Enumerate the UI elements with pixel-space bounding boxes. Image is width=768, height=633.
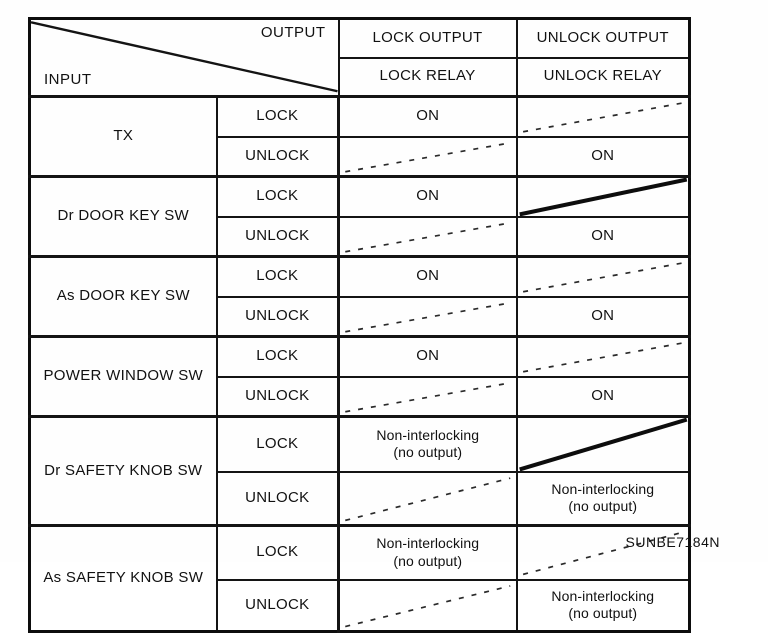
cell-drdoor-unlock-lockrelay [337, 215, 518, 258]
col-subheader-unlock-relay: UNLOCK RELAY [515, 56, 691, 98]
table-row: UNLOCK Non-interlocking (no output) [30, 470, 691, 527]
na-dashed-diagonal-icon [518, 98, 689, 136]
cell-pw-unlock-lockrelay [337, 375, 518, 418]
state-label: LOCK [215, 524, 340, 581]
na-solid-diagonal-icon [518, 418, 689, 471]
cell-tx-lock-lockrelay: ON [337, 95, 518, 138]
state-label: LOCK [215, 335, 340, 378]
state-label: UNLOCK [215, 578, 340, 633]
na-dashed-diagonal-icon [340, 581, 516, 631]
col-subheader-lock-relay: LOCK RELAY [337, 56, 518, 98]
col-header-lock-output: LOCK OUTPUT [337, 17, 518, 59]
figure-code-label: SUNBE7184N [625, 534, 720, 550]
state-label: LOCK [215, 255, 340, 298]
header-corner-cell: OUTPUT INPUT [28, 17, 340, 98]
cell-drdoor-unlock-unlockrelay: ON [515, 215, 691, 258]
state-label: LOCK [215, 95, 340, 138]
cell-drdoor-lock-unlockrelay [515, 175, 691, 218]
col-header-unlock-output: UNLOCK OUTPUT [515, 17, 691, 59]
table-row: UNLOCK ON [30, 375, 691, 418]
cell-pw-lock-lockrelay: ON [337, 335, 518, 378]
cell-drsafety-unlock-lockrelay [337, 470, 518, 527]
cell-asdoor-unlock-lockrelay [337, 295, 518, 338]
input-label-tx: TX [28, 95, 218, 178]
cell-tx-lock-unlockrelay [515, 95, 691, 138]
table-row: UNLOCK ON [30, 295, 691, 338]
cell-pw-unlock-unlockrelay: ON [515, 375, 691, 418]
corner-diagonal-line [31, 20, 338, 95]
table-row: Dr SAFETY KNOB SW LOCK Non-interlocking … [28, 415, 691, 527]
cell-assafety-unlock-unlockrelay: Non-interlocking (no output) [515, 578, 691, 633]
cell-drsafety-lock-lockrelay: Non-interlocking (no output) [337, 415, 518, 473]
cell-tx-unlock-lockrelay [337, 135, 518, 178]
na-dashed-diagonal-icon [340, 138, 516, 176]
state-label: LOCK [215, 415, 340, 473]
header-row-output: OUTPUT INPUT LOCK OUTPUT UNLOCK OUTPUT [28, 17, 691, 98]
input-label-power-window-sw: POWER WINDOW SW [28, 335, 218, 418]
cell-tx-unlock-unlockrelay: ON [515, 135, 691, 178]
state-label: UNLOCK [215, 375, 340, 418]
state-label: UNLOCK [215, 470, 340, 527]
input-label-dr-door-key-sw: Dr DOOR KEY SW [28, 175, 218, 258]
scanned-document-page: OUTPUT INPUT LOCK OUTPUT UNLOCK OUTPUT L… [28, 17, 720, 633]
cell-asdoor-lock-lockrelay: ON [337, 255, 518, 298]
table-row: UNLOCK ON [30, 215, 691, 258]
input-label-dr-safety-knob-sw: Dr SAFETY KNOB SW [28, 415, 218, 527]
table-row: POWER WINDOW SW LOCK ON [28, 335, 691, 418]
corner-output-label: OUTPUT [260, 24, 326, 41]
na-dashed-diagonal-icon [518, 338, 689, 376]
cell-drdoor-lock-lockrelay: ON [337, 175, 518, 218]
state-label: LOCK [215, 175, 340, 218]
header-row-relay: LOCK RELAY UNLOCK RELAY [30, 56, 691, 98]
table-row: UNLOCK ON [30, 135, 691, 178]
input-label-as-door-key-sw: As DOOR KEY SW [28, 255, 218, 338]
cell-assafety-unlock-lockrelay [337, 578, 518, 633]
corner-input-label: INPUT [44, 71, 92, 89]
na-dashed-diagonal-icon [340, 298, 516, 336]
cell-asdoor-lock-unlockrelay [515, 255, 691, 298]
cell-drsafety-lock-unlockrelay [515, 415, 691, 473]
na-dashed-diagonal-icon [518, 258, 689, 296]
state-label: UNLOCK [215, 215, 340, 258]
na-dashed-diagonal-icon [340, 218, 516, 256]
cell-assafety-lock-lockrelay: Non-interlocking (no output) [337, 524, 518, 581]
table-row: Dr DOOR KEY SW LOCK ON [28, 175, 691, 258]
state-label: UNLOCK [215, 295, 340, 338]
na-dashed-diagonal-icon [340, 473, 516, 525]
cell-pw-lock-unlockrelay [515, 335, 691, 378]
table-row: As DOOR KEY SW LOCK ON [28, 255, 691, 338]
na-dashed-diagonal-icon [340, 378, 516, 416]
input-label-as-safety-knob-sw: As SAFETY KNOB SW [28, 524, 218, 633]
table-row: TX LOCK ON [28, 95, 691, 178]
state-label: UNLOCK [215, 135, 340, 178]
na-solid-diagonal-icon [518, 178, 689, 216]
cell-drsafety-unlock-unlockrelay: Non-interlocking (no output) [515, 470, 691, 527]
cell-asdoor-unlock-unlockrelay: ON [515, 295, 691, 338]
